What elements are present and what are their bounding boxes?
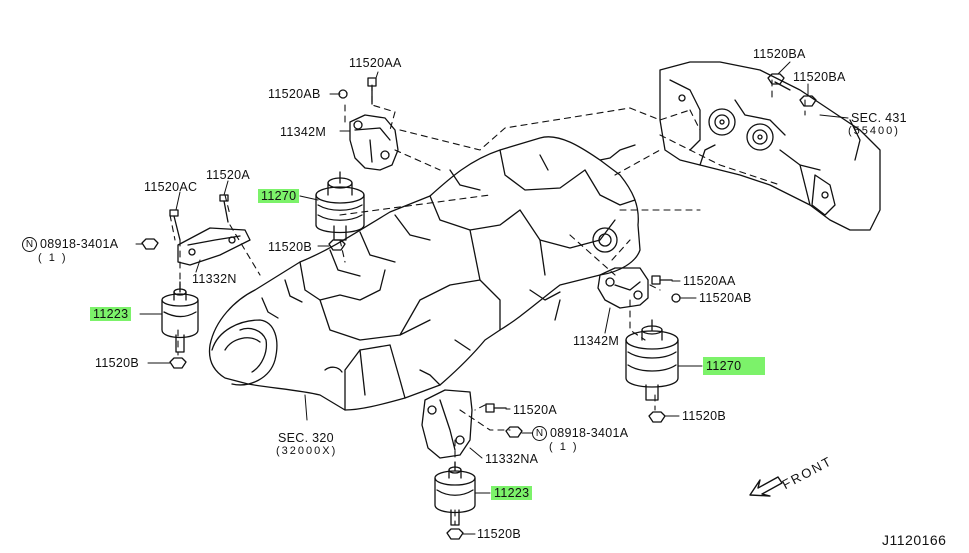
label-11520ba-1: 11520BA bbox=[753, 47, 806, 61]
nut-11520ba-1 bbox=[767, 73, 785, 85]
bolt-11520a-left bbox=[219, 194, 229, 223]
label-11223-left: 11223 bbox=[90, 307, 132, 321]
label-11520a-bottom: 11520A bbox=[513, 403, 557, 417]
label-11332n: 11332N bbox=[192, 272, 237, 286]
label-diagram-code: J1120166 bbox=[882, 532, 947, 548]
front-arrow bbox=[749, 476, 783, 497]
label-11520ac: 11520AC bbox=[144, 180, 198, 194]
nut-08918-left bbox=[141, 238, 159, 250]
nut-11520b-left bbox=[169, 357, 187, 369]
bolt-11520a-bottom bbox=[485, 403, 507, 413]
label-11520ab-right: 11520AB bbox=[699, 291, 752, 305]
dashed-leaders bbox=[169, 79, 806, 526]
label-11520ab-top: 11520AB bbox=[268, 87, 321, 101]
bolt-11520aa-right bbox=[651, 275, 673, 285]
label-11270-top: 11270 bbox=[258, 189, 300, 203]
label-08918-left-qty: ( 1 ) bbox=[38, 252, 68, 264]
label-32000x: (32000X) bbox=[276, 445, 338, 457]
label-11520b-left: 11520B bbox=[95, 356, 139, 370]
label-11520b-bottom: 11520B bbox=[477, 527, 521, 541]
label-08918-bottom: 08918-3401A bbox=[550, 426, 629, 440]
nut-08918-bottom bbox=[505, 426, 523, 438]
label-11270-right: 11270 bbox=[703, 357, 765, 375]
bracket-11342m-right bbox=[597, 267, 649, 309]
mount-11223-left bbox=[161, 281, 199, 353]
bracket-11332na bbox=[421, 389, 473, 459]
bolt-11520ac bbox=[169, 209, 181, 241]
nut-11520b-right bbox=[648, 411, 666, 423]
transmission-assembly bbox=[208, 136, 641, 411]
mount-11270-top bbox=[315, 171, 365, 241]
label-11520b-top: 11520B bbox=[268, 240, 312, 254]
engine-block bbox=[659, 61, 881, 231]
nut-11520b-bottom bbox=[446, 528, 464, 540]
label-11223-bottom: 11223 bbox=[491, 486, 533, 500]
mount-11223-bottom bbox=[434, 461, 476, 526]
n-symbol-bottom: N bbox=[532, 426, 547, 441]
label-11342m-right: 11342M bbox=[573, 334, 620, 348]
bracket-11342m-top bbox=[349, 114, 399, 171]
label-08918-bottom-qty: ( 1 ) bbox=[549, 441, 579, 453]
n-symbol-left: N bbox=[22, 237, 37, 252]
label-sec-320: SEC. 320 bbox=[278, 431, 334, 445]
label-11520aa-right: 11520AA bbox=[683, 274, 736, 288]
nut-11520ba-2 bbox=[799, 95, 817, 107]
label-11332na: 11332NA bbox=[485, 452, 539, 466]
nut-11520ab-right bbox=[671, 293, 681, 303]
label-sec-431: SEC. 431 bbox=[851, 111, 907, 125]
leader-lines bbox=[135, 61, 849, 535]
bolt-11520aa-top bbox=[367, 77, 377, 105]
label-11520ba-2: 11520BA bbox=[793, 70, 846, 84]
nut-11520b-top bbox=[328, 239, 346, 251]
label-11520a-left: 11520A bbox=[206, 168, 250, 182]
label-08918-left: 08918-3401A bbox=[40, 237, 119, 251]
mount-11270-right bbox=[625, 319, 679, 401]
label-11342m-top: 11342M bbox=[280, 125, 327, 139]
label-55400: (55400) bbox=[848, 125, 900, 137]
label-11520aa-top: 11520AA bbox=[349, 56, 402, 70]
bracket-11332n bbox=[177, 227, 251, 266]
label-11520b-right: 11520B bbox=[682, 409, 726, 423]
